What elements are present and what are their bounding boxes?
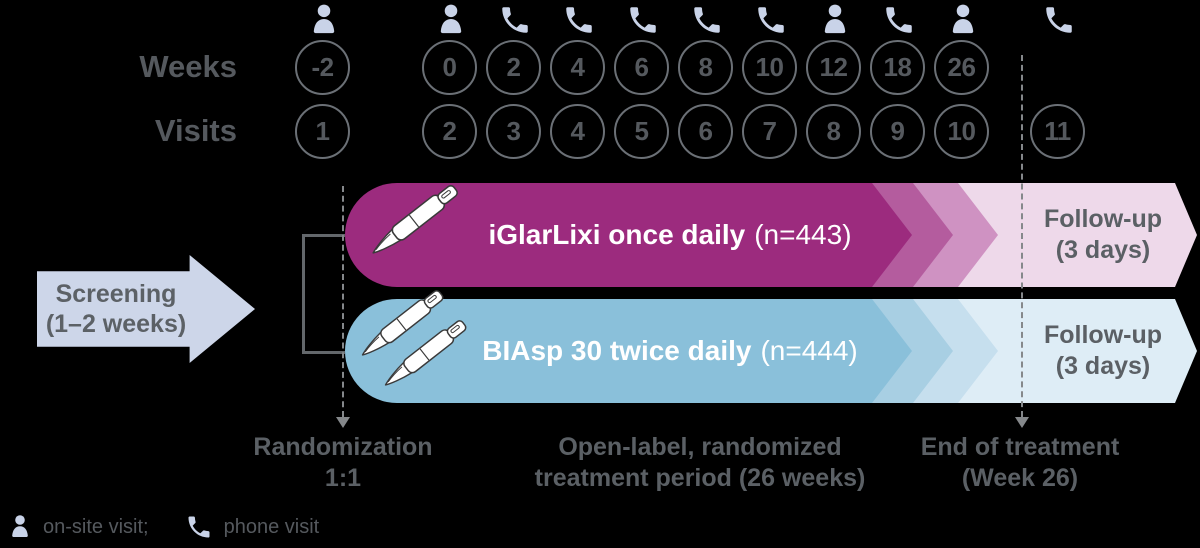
screening-line2: (1–2 weeks) bbox=[45, 310, 187, 338]
phone-icon bbox=[562, 3, 596, 37]
end-of-treatment-dashed-line bbox=[1021, 55, 1023, 417]
randomization-line1: Randomization bbox=[253, 433, 433, 461]
legend-phone-label: phone visit bbox=[223, 515, 320, 538]
open-label-line2: treatment period (26 weeks) bbox=[534, 464, 866, 492]
followup-line1: Follow-up bbox=[1043, 321, 1163, 349]
week-circle: 0 bbox=[422, 40, 477, 95]
randomization-label: Randomization 1:1 bbox=[233, 432, 453, 494]
person-icon bbox=[434, 3, 468, 37]
end-of-treatment-line2: (Week 26) bbox=[961, 464, 1079, 492]
arm-iglarlixi-followup-label: Follow-up (3 days) bbox=[1003, 183, 1200, 287]
followup-line2: (3 days) bbox=[1055, 236, 1151, 264]
arm-iglarlixi-n: (n=443) bbox=[754, 219, 852, 250]
visit-circle: 10 bbox=[934, 104, 989, 159]
person-icon bbox=[946, 3, 980, 37]
person-icon bbox=[307, 3, 341, 37]
visit-circle: 5 bbox=[614, 104, 669, 159]
week-circle: 4 bbox=[550, 40, 605, 95]
open-label-line1: Open-label, randomized bbox=[558, 433, 842, 461]
week-circle: -2 bbox=[295, 40, 350, 95]
injection-pen-icon bbox=[372, 185, 458, 254]
arm-iglarlixi: iGlarLixi once daily (n=443) Follow-up (… bbox=[345, 183, 1197, 287]
week-circle: 18 bbox=[870, 40, 925, 95]
arm-biasp-label: BIAsp 30 twice daily (n=444) bbox=[430, 299, 910, 403]
phone-icon bbox=[690, 3, 724, 37]
visits-row-label: Visits bbox=[154, 113, 237, 148]
visit-circle: 8 bbox=[806, 104, 861, 159]
followup-line1: Follow-up bbox=[1043, 205, 1163, 233]
weeks-row-label: Weeks bbox=[139, 49, 237, 84]
arm-biasp-name: BIAsp 30 twice daily bbox=[482, 335, 752, 366]
arm-iglarlixi-name: iGlarLixi once daily bbox=[488, 219, 746, 250]
visit-circle: 7 bbox=[742, 104, 797, 159]
week-circle: 8 bbox=[678, 40, 733, 95]
randomization-line2: 1:1 bbox=[324, 464, 362, 492]
end-of-treatment-arrowhead bbox=[1015, 417, 1029, 428]
week-circle: 2 bbox=[486, 40, 541, 95]
visit-circle: 2 bbox=[422, 104, 477, 159]
open-label-period-label: Open-label, randomized treatment period … bbox=[500, 432, 900, 494]
visit-circle: 6 bbox=[678, 104, 733, 159]
arm-iglarlixi-label: iGlarLixi once daily (n=443) bbox=[430, 183, 910, 287]
week-circle: 26 bbox=[934, 40, 989, 95]
arm-biasp-followup-label: Follow-up (3 days) bbox=[1003, 299, 1200, 403]
randomization-bracket bbox=[302, 234, 345, 354]
end-of-treatment-line1: End of treatment bbox=[920, 433, 1120, 461]
phone-icon bbox=[498, 3, 532, 37]
legend-onsite-label: on-site visit; bbox=[43, 515, 149, 538]
phone-icon bbox=[882, 3, 916, 37]
randomization-dashed-line bbox=[342, 186, 344, 417]
visit-circle: 9 bbox=[870, 104, 925, 159]
phone-icon bbox=[1042, 3, 1076, 37]
screening-label: Screening (1–2 weeks) bbox=[37, 255, 195, 363]
week-circle: 12 bbox=[806, 40, 861, 95]
phone-icon bbox=[188, 516, 210, 538]
arm-biasp: BIAsp 30 twice daily (n=444) Follow-up (… bbox=[345, 290, 1200, 403]
screening-arrow: Screening (1–2 weeks) bbox=[37, 255, 255, 363]
visit-circle: 3 bbox=[486, 104, 541, 159]
injection-pen-icon bbox=[361, 290, 444, 356]
randomization-arrowhead bbox=[336, 417, 350, 428]
arm-biasp-n: (n=444) bbox=[760, 335, 858, 366]
injection-pen-icon bbox=[384, 320, 467, 386]
end-of-treatment-label: End of treatment (Week 26) bbox=[870, 432, 1170, 494]
week-circle: 10 bbox=[742, 40, 797, 95]
phone-icon bbox=[626, 3, 660, 37]
person-icon bbox=[818, 3, 852, 37]
week-circle: 6 bbox=[614, 40, 669, 95]
person-icon bbox=[12, 515, 28, 537]
visit-circle: 11 bbox=[1030, 104, 1085, 159]
phone-icon bbox=[754, 3, 788, 37]
visit-circle: 4 bbox=[550, 104, 605, 159]
visit-circle: 1 bbox=[295, 104, 350, 159]
legend: on-site visit; phone visit bbox=[8, 506, 319, 548]
screening-line1: Screening bbox=[55, 280, 177, 308]
followup-line2: (3 days) bbox=[1055, 352, 1151, 380]
